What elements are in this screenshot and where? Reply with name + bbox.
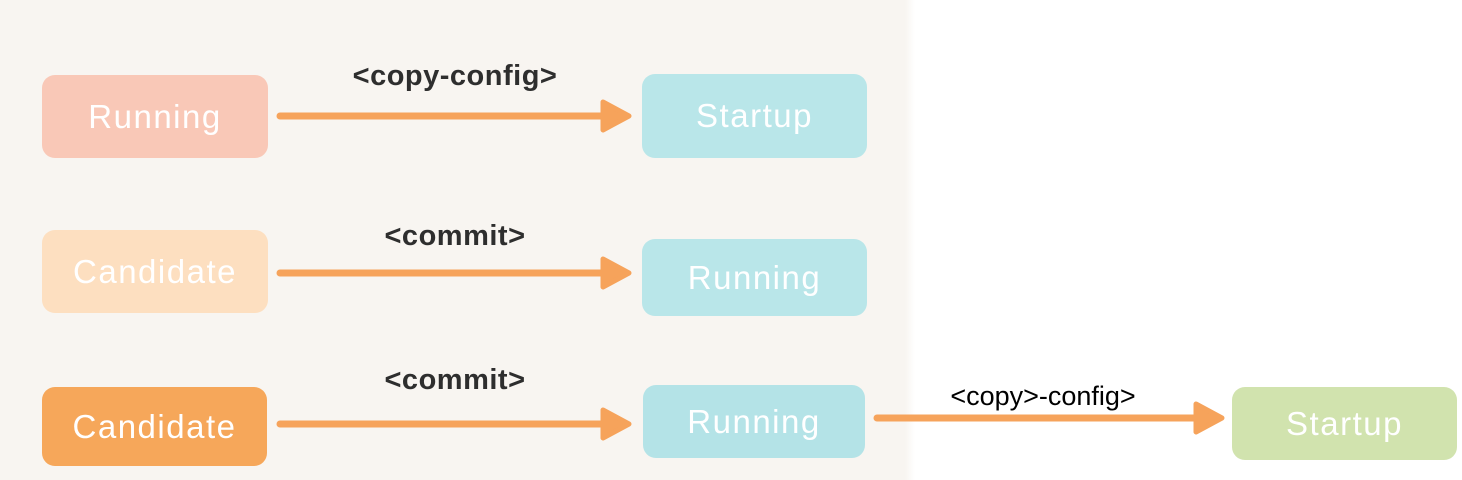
edge-label-copy-config: <copy-config> <box>352 60 558 92</box>
node-label: Candidate <box>73 252 237 290</box>
node-running-target: Running <box>642 239 867 316</box>
arrow-right-icon <box>276 407 632 441</box>
node-label: Running <box>687 258 822 296</box>
node-label: Candidate <box>72 407 237 445</box>
node-label: Running <box>88 97 222 135</box>
node-startup-target: Startup <box>642 74 867 158</box>
edge-label-commit: <commit> <box>384 364 526 396</box>
node-label: Running <box>687 402 821 440</box>
arrow-right-icon <box>276 256 632 290</box>
edge-label-copy-config-2: <copy>-config> <box>950 381 1136 411</box>
node-candidate-source: Candidate <box>42 387 267 466</box>
node-label: Startup <box>1286 404 1403 442</box>
arrow-right-icon <box>873 401 1225 435</box>
node-label: Startup <box>696 97 813 134</box>
node-running-source: Running <box>42 75 268 158</box>
node-candidate-source: Candidate <box>42 230 268 313</box>
arrow-right-icon <box>276 99 632 133</box>
node-running-middle: Running <box>643 385 865 458</box>
edge-label-commit: <commit> <box>384 220 526 252</box>
node-startup-final: Startup <box>1232 387 1457 460</box>
